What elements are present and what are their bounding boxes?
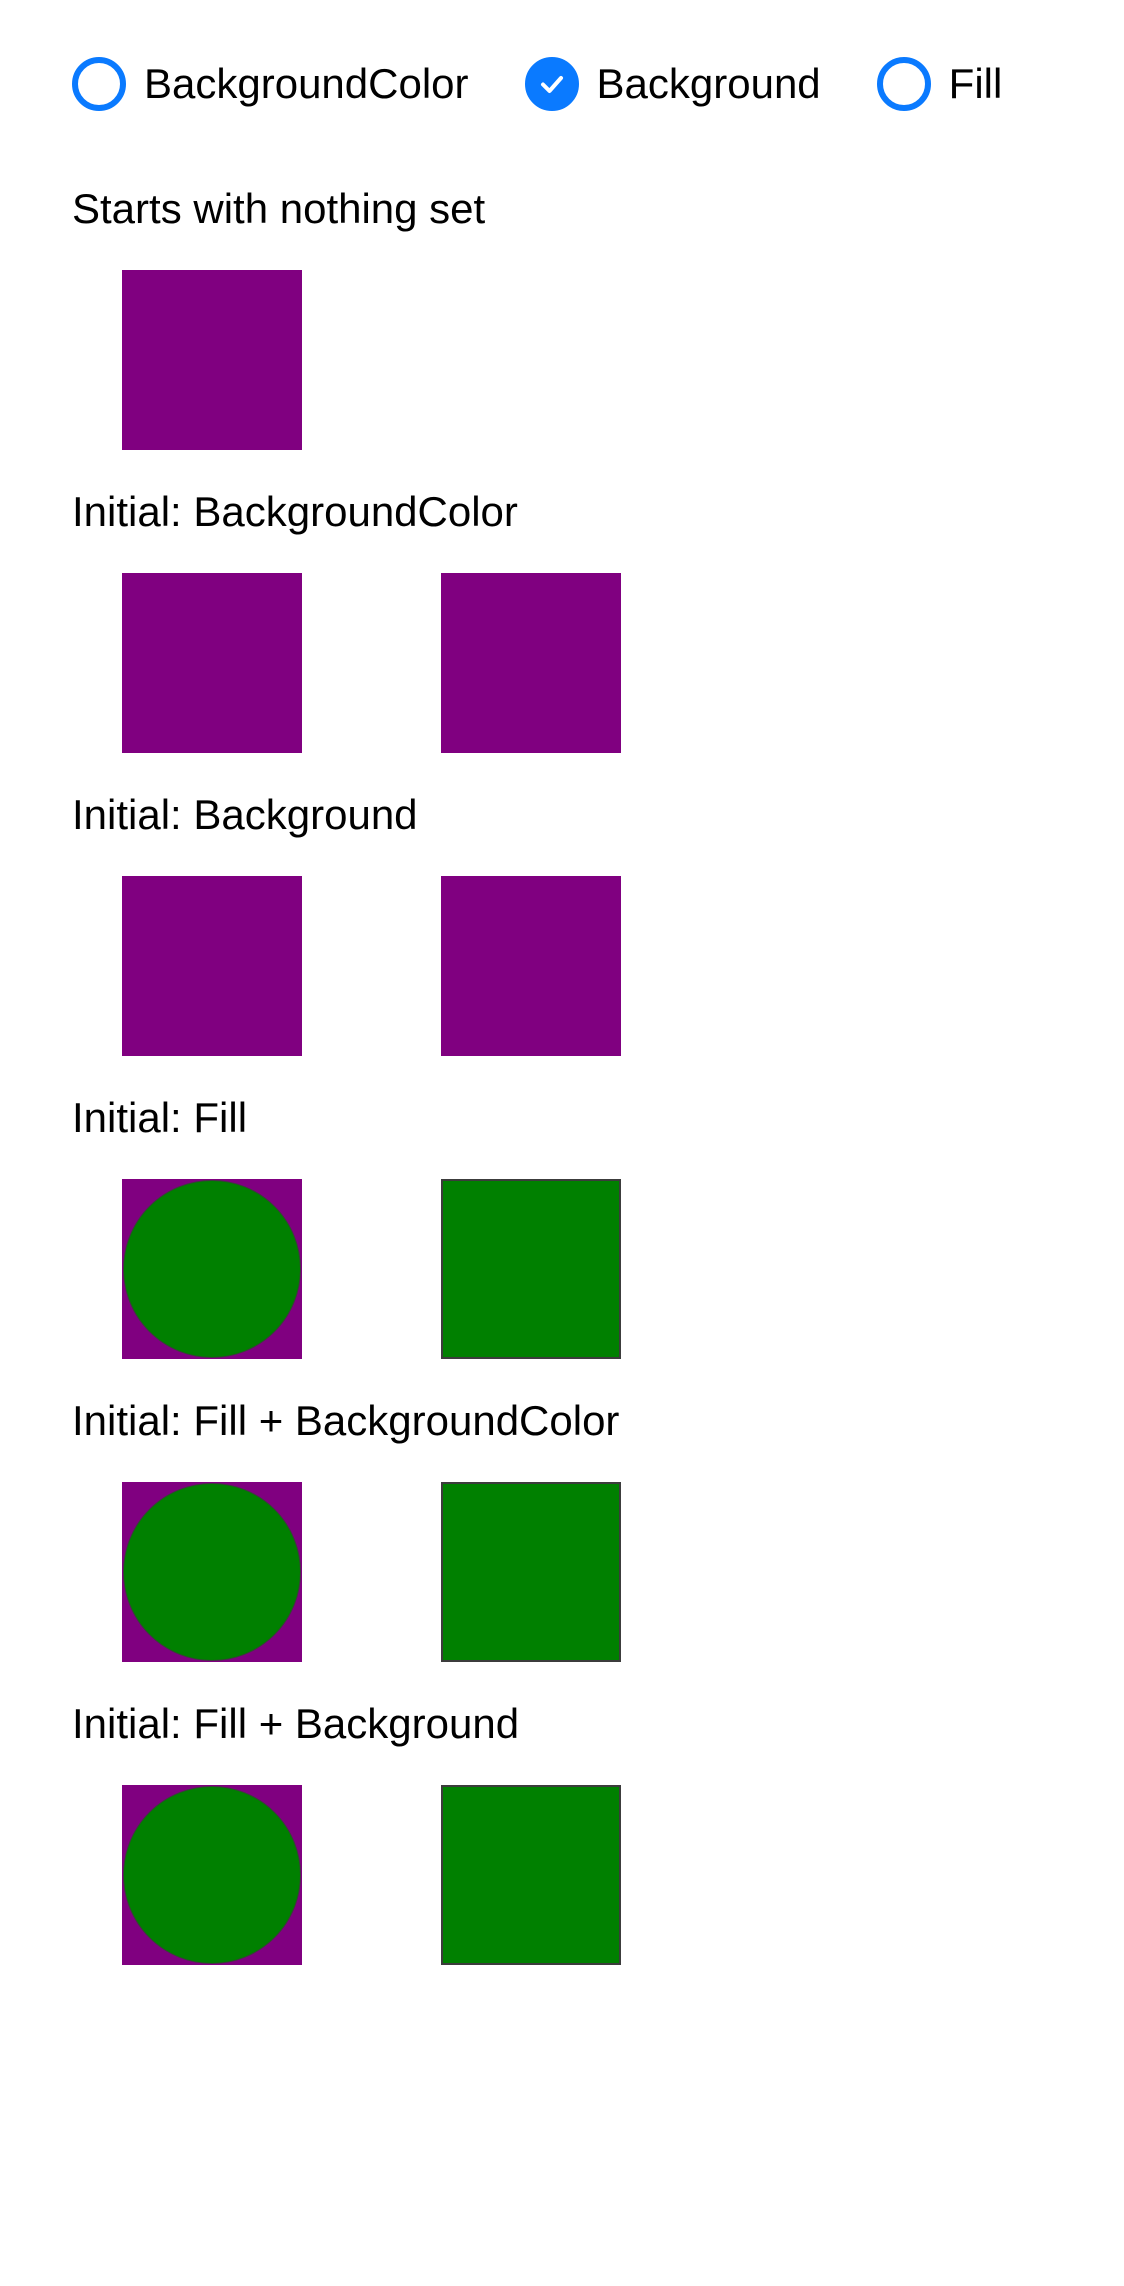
green-circle-on-purple — [122, 1179, 302, 1359]
radio-backgroundcolor[interactable]: BackgroundColor — [72, 57, 469, 111]
green-circle — [123, 1180, 301, 1358]
section-title: Initial: Background — [72, 791, 418, 838]
mode-selector: BackgroundColor Background Fill — [72, 56, 1002, 112]
green-circle — [123, 1786, 301, 1964]
green-square — [441, 1785, 621, 1965]
radio-label: Fill — [948, 60, 1003, 107]
purple-square — [441, 876, 621, 1056]
radio-label: Background — [596, 60, 821, 107]
green-circle-on-purple — [122, 1785, 302, 1965]
purple-square — [441, 573, 621, 753]
section-title: Initial: BackgroundColor — [72, 488, 518, 535]
radio-checked-icon[interactable] — [524, 57, 579, 111]
green-square — [441, 1179, 621, 1359]
green-square — [441, 1482, 621, 1662]
checkmark-icon — [540, 76, 563, 93]
purple-square — [122, 573, 302, 753]
radio-unchecked-icon[interactable] — [876, 57, 931, 111]
section-title: Starts with nothing set — [72, 185, 486, 232]
purple-square — [122, 270, 302, 450]
section-title: Initial: Fill + Background — [72, 1700, 520, 1747]
radio-background[interactable]: Background — [524, 57, 821, 111]
radio-unchecked-icon[interactable] — [72, 57, 126, 111]
purple-square — [122, 876, 302, 1056]
section-title: Initial: Fill — [72, 1094, 248, 1141]
green-circle-on-purple — [122, 1482, 302, 1662]
radio-label: BackgroundColor — [144, 60, 469, 107]
green-circle — [123, 1483, 301, 1661]
radio-fill[interactable]: Fill — [876, 57, 1003, 111]
section-title: Initial: Fill + BackgroundColor — [72, 1397, 620, 1444]
